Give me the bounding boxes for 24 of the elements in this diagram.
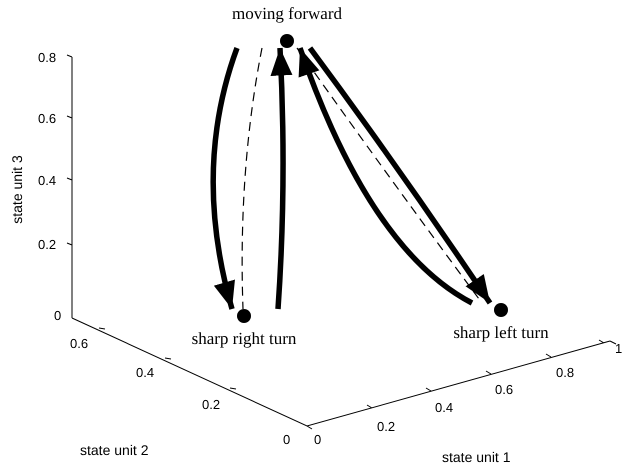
tick-label: 0.6 xyxy=(70,336,88,351)
tick-label: 0.4 xyxy=(435,400,454,415)
tick-label: 0.8 xyxy=(38,50,56,65)
point-label: sharp right turn xyxy=(192,329,296,349)
tick-label: 0.6 xyxy=(495,382,514,397)
point-label: sharp left turn xyxy=(453,323,549,343)
tick-label: 0.4 xyxy=(136,365,154,380)
tick-label: 0 xyxy=(54,308,62,323)
tick-label: 0.2 xyxy=(377,419,396,434)
tick-label: 0.8 xyxy=(556,365,574,380)
dashed-trajectory-line xyxy=(242,48,263,310)
axis-title: state unit 2 xyxy=(80,443,148,458)
tick-label: 0.6 xyxy=(38,111,56,126)
arrow xyxy=(210,47,240,310)
axis-title: state unit 1 xyxy=(442,450,510,465)
tick-label: 0 xyxy=(283,432,290,447)
tick-label: 0.2 xyxy=(38,237,56,252)
tick-label: 0.2 xyxy=(202,397,220,412)
tick-label: 1 xyxy=(615,341,622,356)
tick-label: 0 xyxy=(314,432,322,447)
tick-label: 0.4 xyxy=(38,173,56,188)
point-label: moving forward xyxy=(232,4,342,24)
axis-title: state unit 3 xyxy=(10,155,25,224)
arrow xyxy=(270,48,292,310)
